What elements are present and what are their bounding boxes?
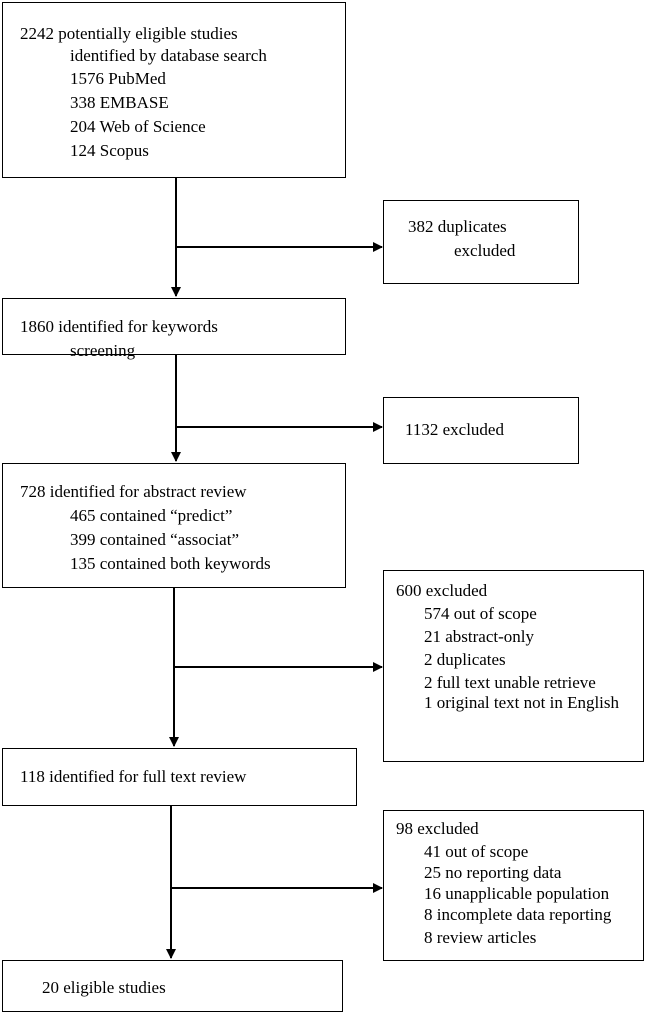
excluded-keywords-count: 1132 excluded <box>405 420 504 439</box>
abstract-predict: 465 contained “predict” <box>70 506 233 525</box>
excluded-fulltext-scope: 41 out of scope <box>424 842 529 861</box>
box-excluded-keywords <box>383 397 579 464</box>
excluded-fulltext-count: 98 excluded <box>396 819 479 838</box>
duplicates-count: 382 duplicates <box>408 217 507 236</box>
fulltext-count: 118 identified for full text review <box>20 767 247 786</box>
excluded-abstract-language: 1 original text not in English <box>424 693 620 712</box>
identified-scopus: 124 Scopus <box>70 141 149 160</box>
box-excluded-abstract <box>383 570 644 762</box>
identified-source: identified by database search <box>70 46 267 65</box>
excluded-abstract-scope: 574 out of scope <box>424 604 537 623</box>
identified-total: 2242 potentially eligible studies <box>20 24 238 43</box>
keywords-label: screening <box>70 341 136 360</box>
keywords-count: 1860 identified for keywords <box>20 317 218 336</box>
excluded-abstract-duplicates: 2 duplicates <box>424 650 506 669</box>
identified-wos: 204 Web of Science <box>70 117 206 136</box>
excluded-fulltext-population: 16 unapplicable population <box>424 884 610 903</box>
abstract-associat: 399 contained “associat” <box>70 530 239 549</box>
box-eligible <box>2 960 343 1012</box>
box-identified <box>2 2 346 178</box>
box-fulltext <box>2 748 357 806</box>
eligible-count: 20 eligible studies <box>42 978 166 997</box>
excluded-abstract-count: 600 excluded <box>396 581 488 600</box>
box-excluded-fulltext <box>383 810 644 961</box>
identified-pubmed: 1576 PubMed <box>70 69 166 88</box>
excluded-fulltext-incomplete: 8 incomplete data reporting <box>424 905 612 924</box>
box-duplicates <box>383 200 579 284</box>
abstract-both: 135 contained both keywords <box>70 554 271 573</box>
box-abstract <box>2 463 346 588</box>
excluded-fulltext-nodata: 25 no reporting data <box>424 863 562 882</box>
excluded-abstract-only: 21 abstract-only <box>424 627 534 646</box>
excluded-abstract-unretrievable: 2 full text unable retrieve <box>424 673 596 692</box>
excluded-fulltext-reviews: 8 review articles <box>424 928 537 947</box>
duplicates-label: excluded <box>454 241 516 260</box>
abstract-count: 728 identified for abstract review <box>20 482 247 501</box>
box-keywords <box>2 298 346 355</box>
identified-embase: 338 EMBASE <box>70 93 169 112</box>
